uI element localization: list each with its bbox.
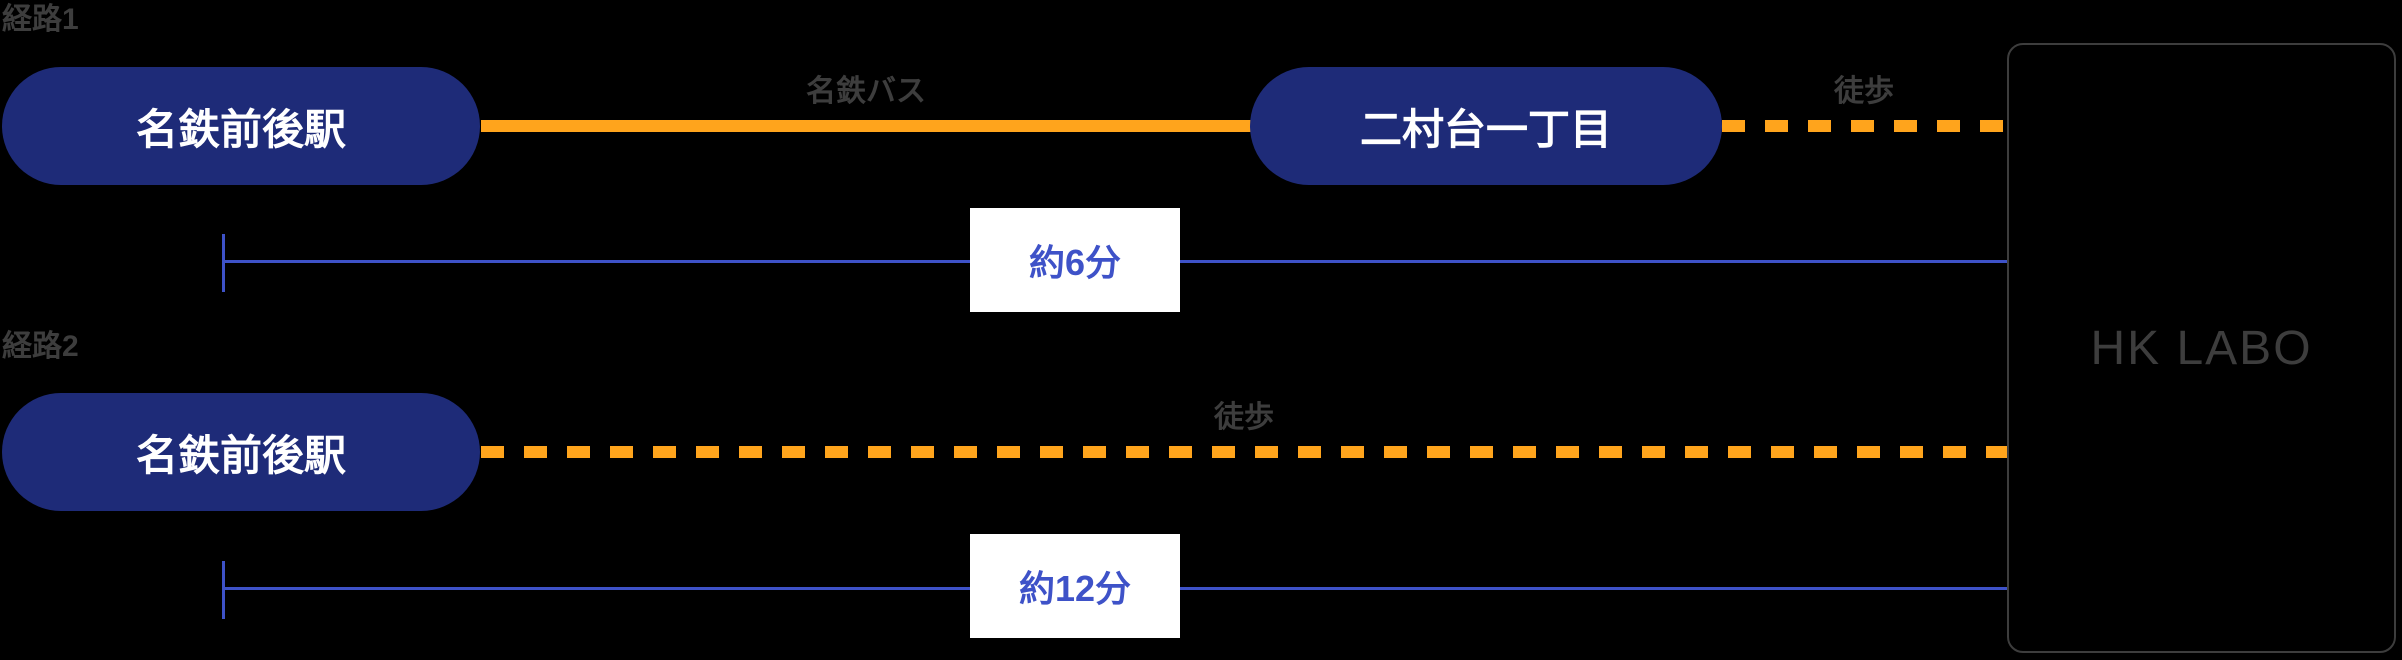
route1-via-stop-name: 二村台一丁目 [1359, 105, 1612, 153]
route1-origin-station-name: 名鉄前後駅 [135, 105, 346, 153]
route2-walk-label: 徒歩 [1214, 401, 1274, 434]
route1-walk-line [1722, 120, 2007, 132]
route1-bracket-tick [222, 234, 225, 292]
destination-name: HK LABO [2090, 321, 2313, 375]
route2-label: 経路2 [2, 330, 79, 363]
route2-duration-box: 約12分 [970, 534, 1180, 638]
route2-origin-station-pill: 名鉄前後駅 [2, 393, 480, 511]
route1-via-stop-pill: 二村台一丁目 [1250, 67, 1722, 185]
route1-walk-label: 徒歩 [1834, 75, 1894, 108]
destination-box: HK LABO [2007, 43, 2396, 653]
route2-bracket-tick [222, 561, 225, 619]
route2-origin-station-name: 名鉄前後駅 [135, 431, 346, 479]
route2-duration-text: 約12分 [1018, 568, 1132, 609]
route1-origin-station-pill: 名鉄前後駅 [2, 67, 480, 185]
route1-bus-line [481, 120, 1252, 132]
route1-duration-box: 約6分 [970, 208, 1180, 312]
route1-bus-label: 名鉄バス [806, 75, 926, 108]
route1-label: 経路1 [2, 3, 79, 36]
route1-duration-text: 約6分 [1028, 242, 1122, 283]
route2-walk-line [481, 446, 2007, 458]
